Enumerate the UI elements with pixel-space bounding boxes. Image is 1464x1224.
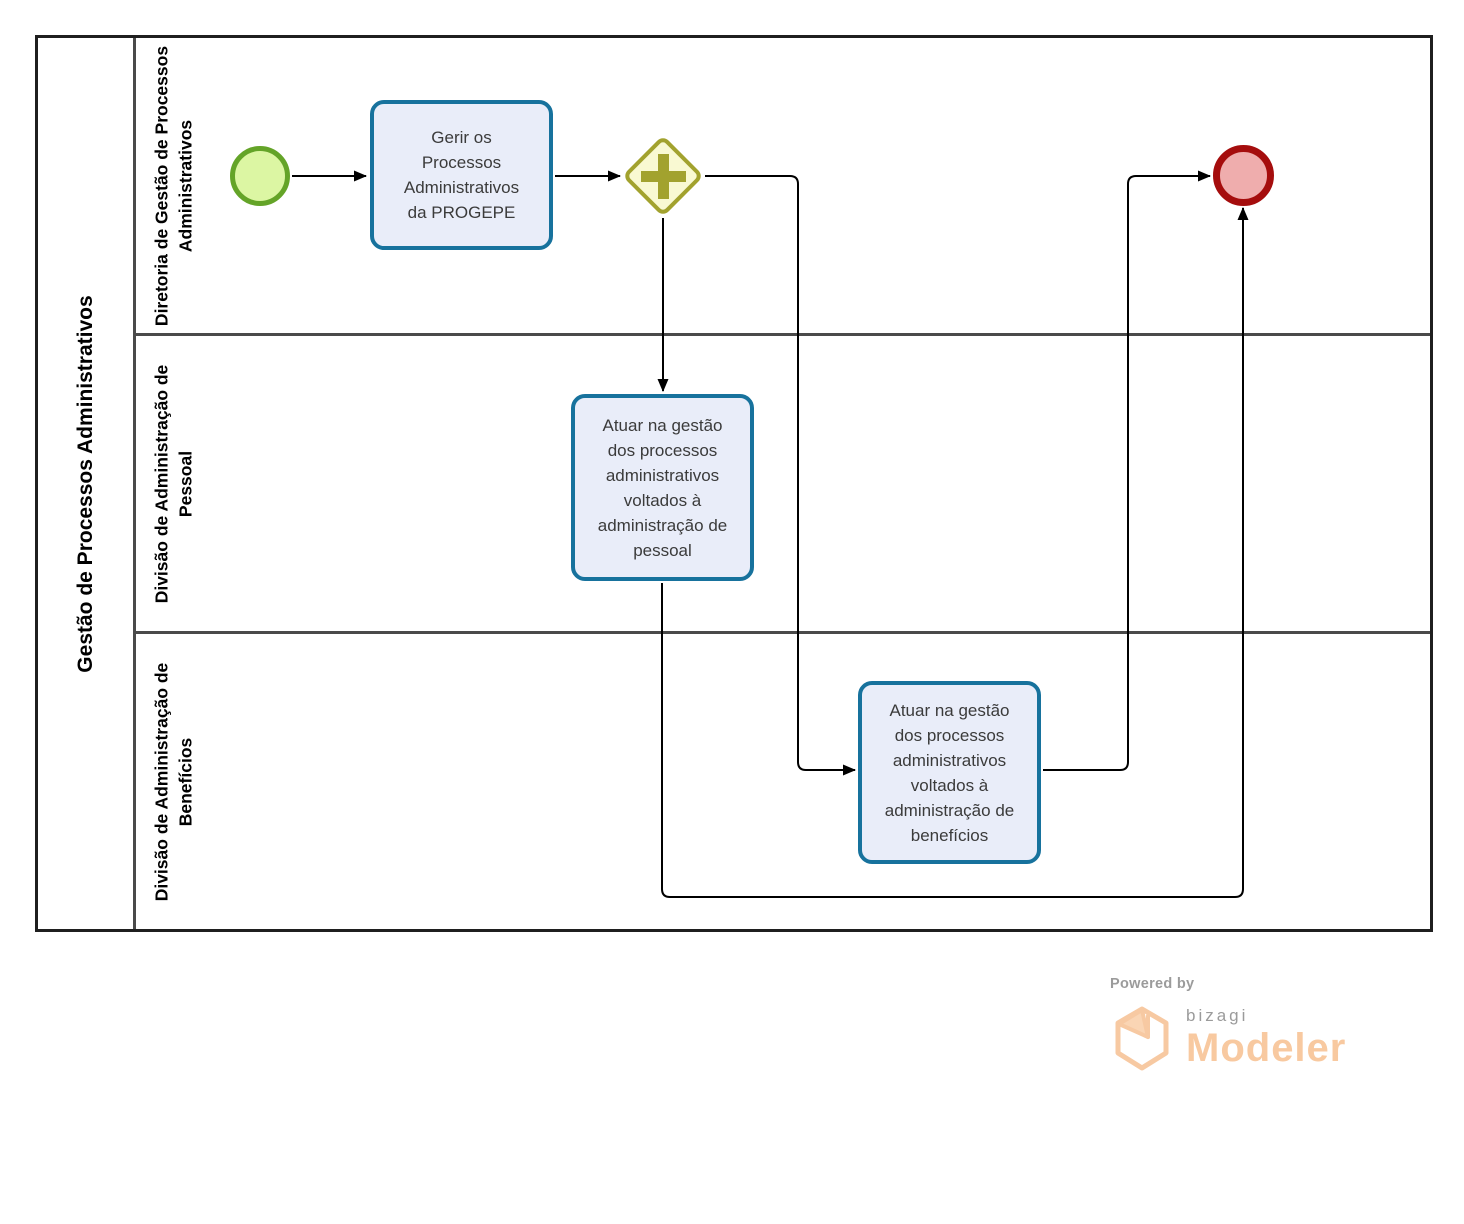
task-gerir-processos: Gerir os Processos Administrativos da PR…	[370, 100, 553, 250]
lane-beneficios: Divisão de Administração de Benefícios	[136, 634, 1430, 929]
lane-pessoal: Divisão de Administração de Pessoal	[136, 336, 1430, 634]
end-event	[1213, 145, 1274, 206]
task-label: Atuar na gestão dos processos administra…	[884, 700, 1015, 845]
start-event	[230, 146, 290, 206]
powered-by-label: Powered by	[1110, 976, 1195, 992]
task-label: Gerir os Processos Administrativos da PR…	[403, 128, 520, 222]
lane-header: Divisão de Administração de Benefícios	[136, 634, 212, 929]
lane-header: Divisão de Administração de Pessoal	[136, 336, 212, 631]
lane-label: Divisão de Administração de Benefícios	[151, 662, 195, 901]
task-label: Atuar na gestão dos processos administra…	[597, 415, 728, 560]
task-gestao-pessoal: Atuar na gestão dos processos administra…	[571, 394, 754, 581]
lane-header: Diretoria de Gestão de Processos Adminis…	[136, 38, 212, 333]
pool-title: Gestão de Processos Administrativos	[73, 294, 97, 673]
lane-label: Diretoria de Gestão de Processos Adminis…	[151, 45, 195, 326]
bizagi-brand: Powered by bizagi Modeler	[1110, 976, 1390, 1074]
pool-header: Gestão de Processos Administrativos	[38, 38, 136, 929]
bizagi-logo-icon	[1115, 1006, 1169, 1071]
plus-icon	[658, 154, 669, 199]
bizagi-wordmark: bizagi	[1186, 1006, 1249, 1025]
lane-label: Divisão de Administração de Pessoal	[151, 364, 195, 603]
task-gestao-beneficios: Atuar na gestão dos processos administra…	[858, 681, 1041, 864]
modeler-wordmark: Modeler	[1186, 1026, 1347, 1070]
